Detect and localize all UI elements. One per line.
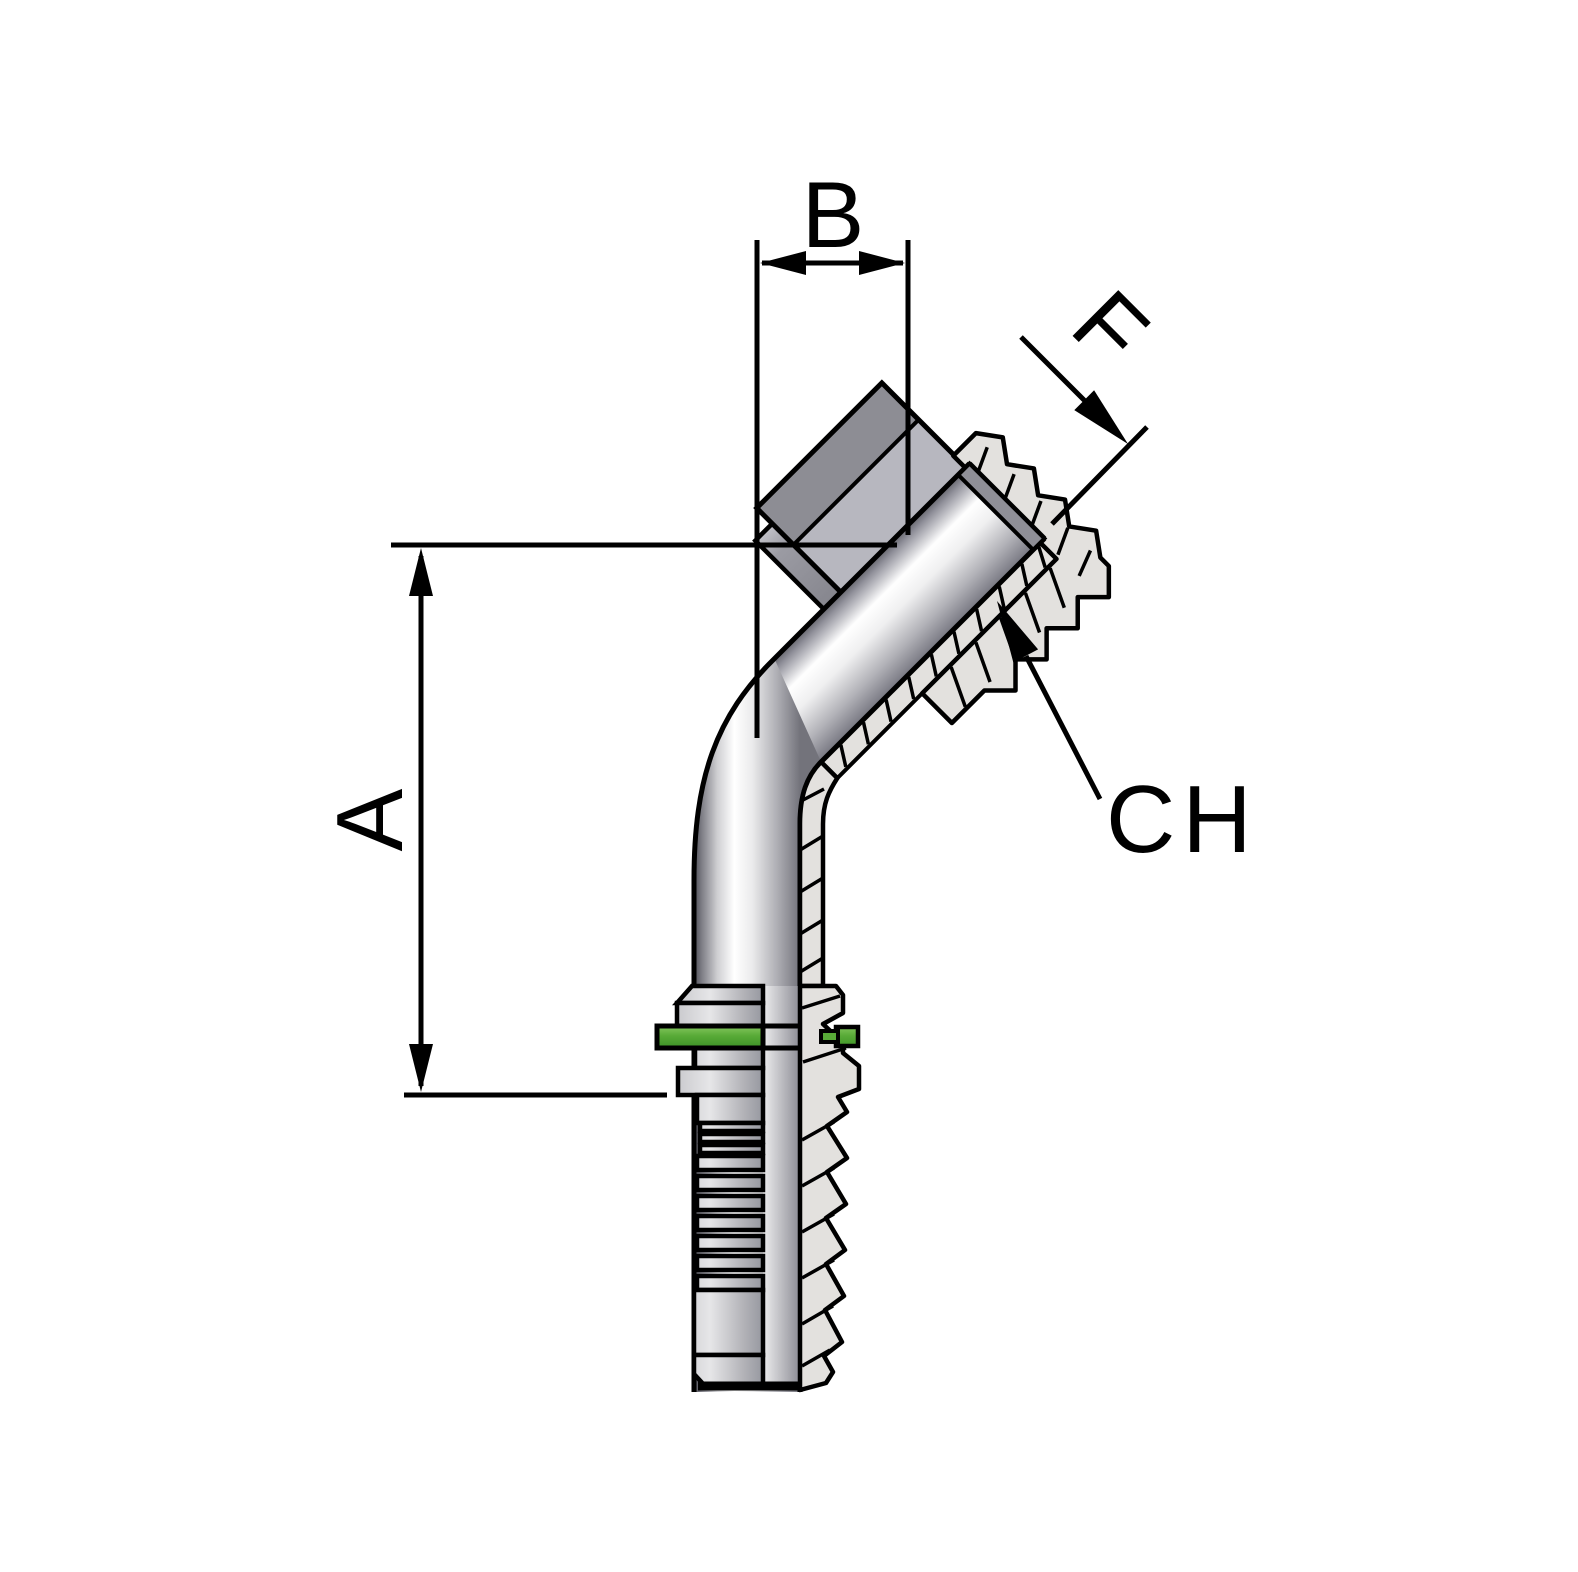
green-oring-tab <box>819 1029 840 1044</box>
dim-b-arrow-right <box>859 251 905 275</box>
barb-smooth-section <box>691 1287 766 1358</box>
barb-rib <box>694 1233 766 1253</box>
ch-leader <box>1023 654 1103 801</box>
fitting-head <box>752 379 1112 781</box>
barb-rib <box>697 1131 766 1145</box>
dim-f-ext <box>1050 425 1149 526</box>
dim-label-b: B <box>802 162 865 267</box>
barb-rib <box>694 1153 766 1173</box>
hex-chamfer <box>672 983 766 1006</box>
knurled-end-ring <box>919 430 1112 726</box>
bend-hatch-strip <box>797 758 841 989</box>
barb-rib <box>697 1142 766 1156</box>
dim-a-arrow-down <box>409 1044 433 1092</box>
dim-f-arrowhead <box>1074 390 1128 444</box>
ch-callout: CH <box>997 601 1259 873</box>
ch-arrowhead <box>997 601 1039 663</box>
barb-rib <box>694 1213 766 1233</box>
barb-rib <box>697 1120 766 1134</box>
dimension-f <box>1019 335 1149 526</box>
ch-label: CH <box>1106 766 1259 873</box>
nut-light-face <box>793 419 976 602</box>
stop-collar <box>675 1065 766 1098</box>
barb-rib <box>694 1253 766 1273</box>
upper-shoulder <box>692 1045 766 1071</box>
tube-wall-strip <box>763 986 798 1387</box>
dim-label-a: A <box>317 788 422 851</box>
hex-block <box>674 1000 766 1029</box>
hose-barb <box>654 983 806 1391</box>
dim-label-f: F <box>1053 270 1168 385</box>
dim-f-leader <box>1019 335 1090 406</box>
tube-end-face-rim <box>955 460 1048 553</box>
dimension-a <box>391 542 897 1098</box>
barb-neck <box>694 1092 766 1126</box>
green-oring-band <box>654 1023 766 1051</box>
ferrule-section <box>797 983 862 1393</box>
dim-b-arrow-left <box>760 251 806 275</box>
tube-head-section <box>774 463 1045 762</box>
dim-a-arrow-up <box>409 548 433 596</box>
nut-dark-face <box>756 382 919 545</box>
barb-rib <box>694 1193 766 1213</box>
barb-rib <box>694 1173 766 1193</box>
